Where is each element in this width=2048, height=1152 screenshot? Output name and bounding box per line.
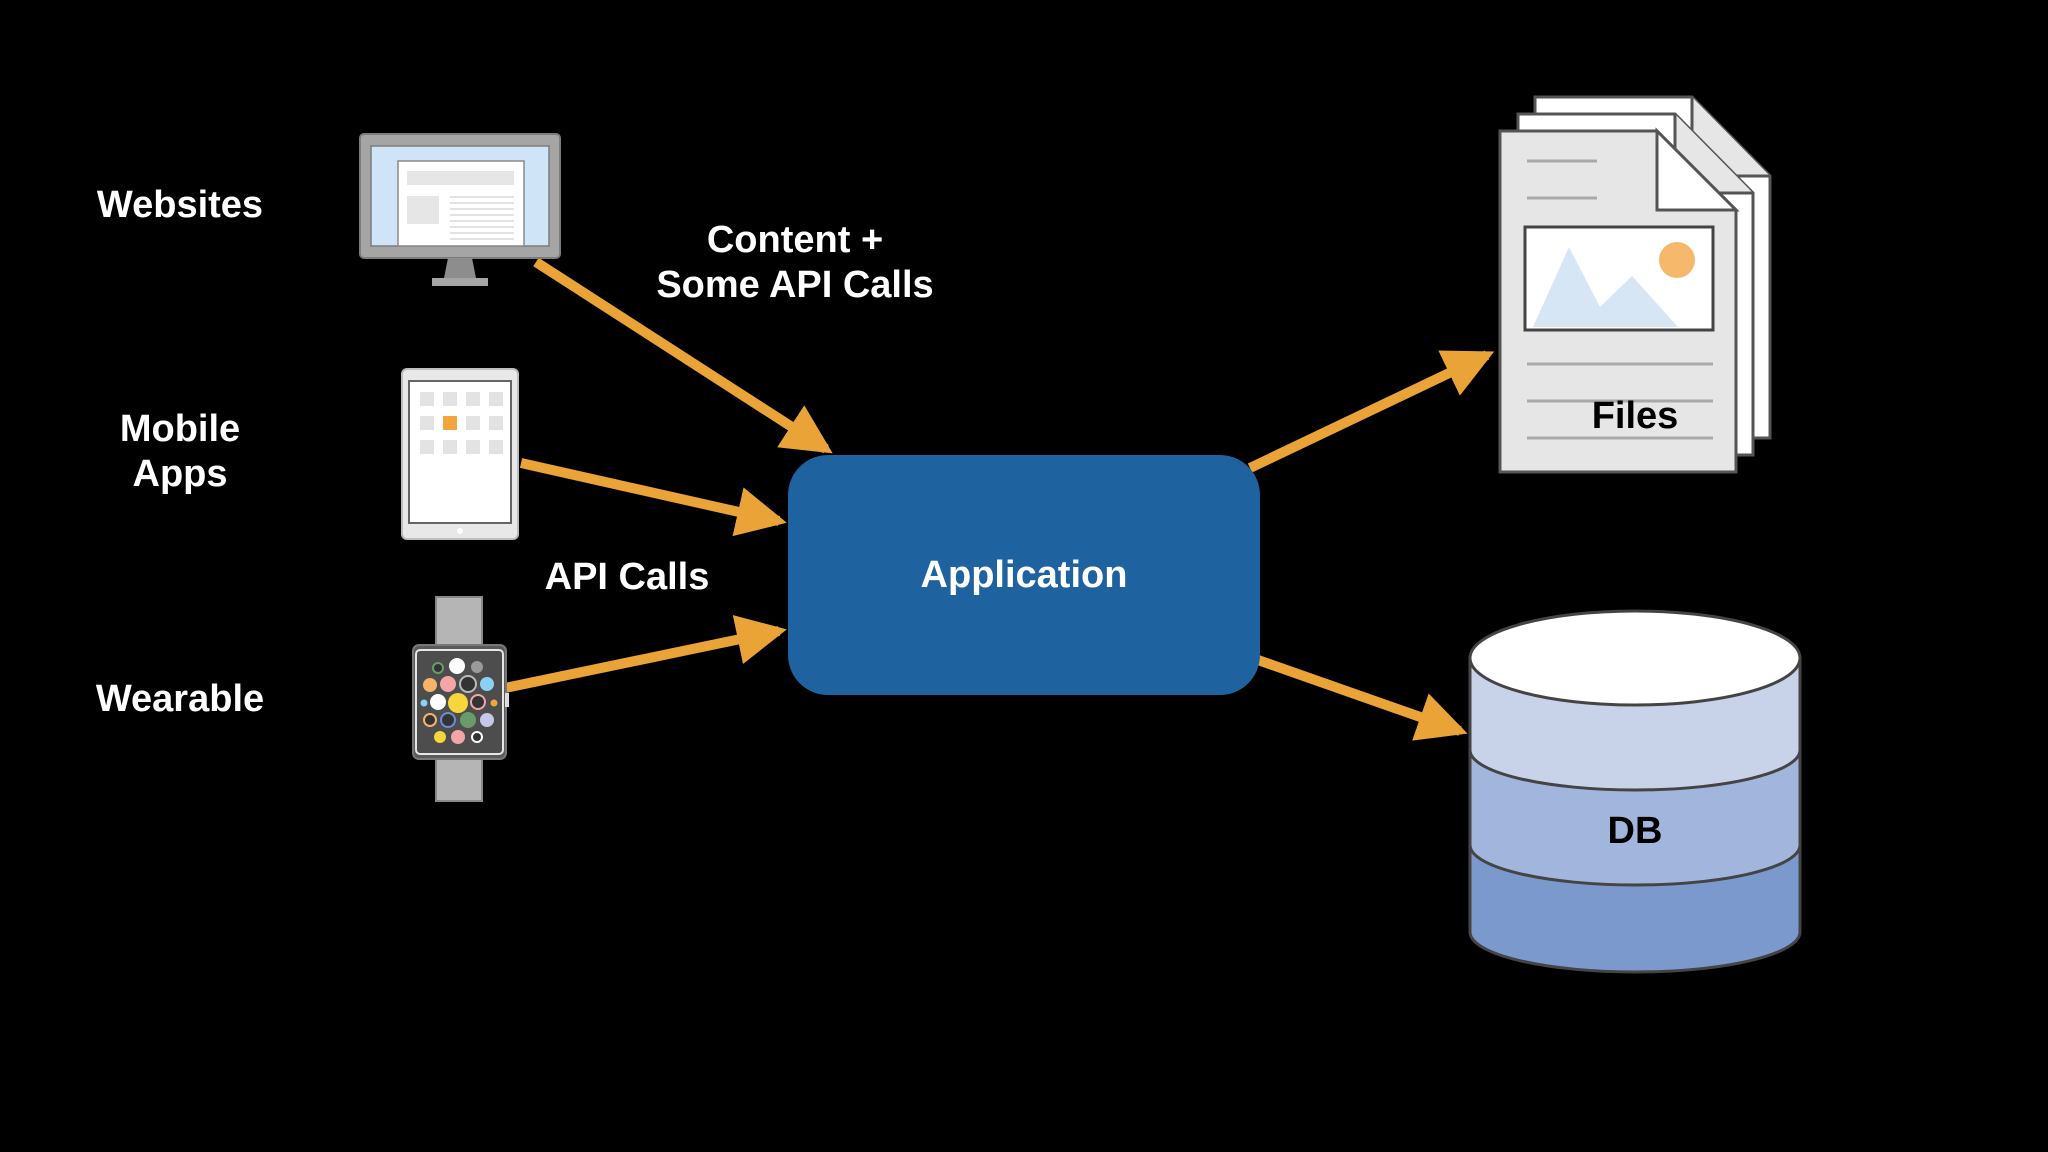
arrow-application-to-db — [1256, 655, 1468, 741]
content-annotation-line-1: Content + — [706, 219, 884, 261]
arrow-application-to-files — [1247, 350, 1495, 473]
content-annotation-line-2: Some API Calls — [656, 264, 934, 306]
tablet-icon — [401, 368, 519, 540]
arrow-mobile-to-application — [519, 458, 787, 537]
documents-stack-icon — [1498, 95, 1772, 474]
source-label-mobile-apps: Mobile Apps — [80, 407, 280, 497]
arrow-wearable-to-application — [503, 615, 787, 693]
source-label-websites: Websites — [96, 184, 264, 226]
arrow-websites-to-application — [533, 257, 833, 454]
desktop-monitor-icon — [359, 133, 561, 286]
content-api-annotation: Content + Some API Calls — [640, 218, 950, 308]
mobile-apps-line-1: Mobile — [119, 408, 241, 450]
db-label: DB — [1607, 810, 1663, 852]
files-label: Files — [1591, 395, 1679, 437]
mobile-apps-line-2: Apps — [132, 453, 228, 495]
highlighted-app-tile — [443, 416, 457, 430]
database-cylinder-icon — [1468, 609, 1802, 974]
api-calls-annotation: API Calls — [544, 556, 710, 598]
source-label-wearable: Wearable — [95, 678, 265, 720]
smartwatch-icon — [412, 596, 509, 802]
arrows — [503, 257, 1495, 741]
application-box: Application — [788, 455, 1260, 695]
application-label: Application — [920, 553, 1128, 596]
